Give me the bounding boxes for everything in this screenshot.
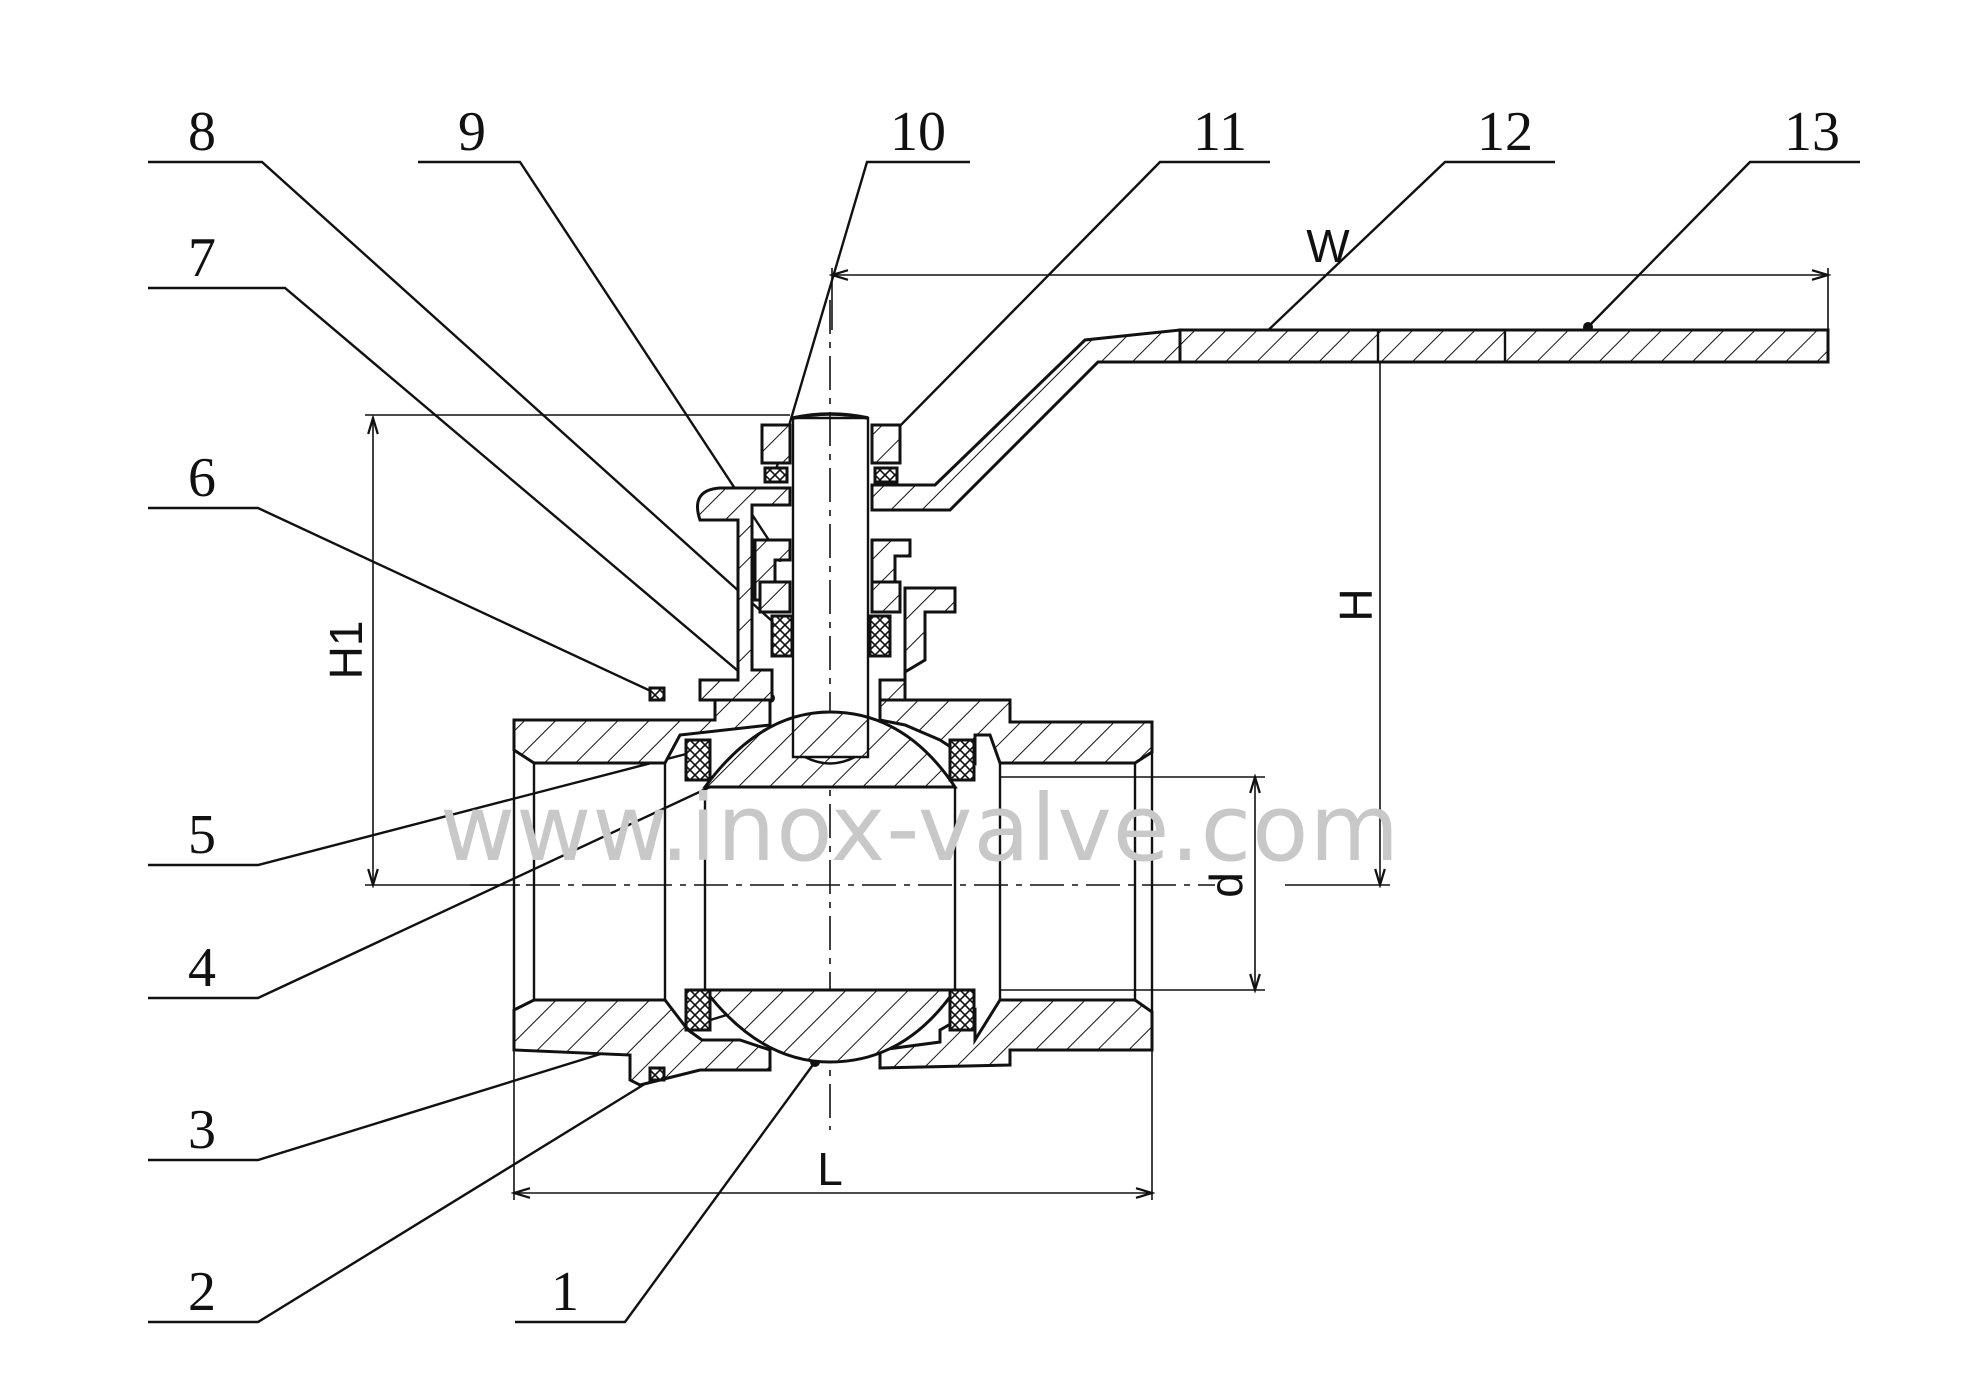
callout-11: 11 xyxy=(1193,101,1247,163)
callout-leaders xyxy=(148,160,1860,1324)
callout-9: 9 xyxy=(458,101,486,163)
callout-13: 13 xyxy=(1784,101,1840,163)
dim-w-label: W xyxy=(1306,220,1350,272)
stem xyxy=(753,412,912,765)
callout-4: 4 xyxy=(188,937,216,999)
seats xyxy=(648,686,976,1082)
dim-h-label: H xyxy=(1330,588,1382,621)
bore-outlines xyxy=(512,750,1154,1012)
callout-7: 7 xyxy=(188,227,216,289)
callout-12: 12 xyxy=(1477,101,1533,163)
callout-8: 8 xyxy=(188,101,216,163)
dim-h1-label: H1 xyxy=(320,621,372,680)
callout-10: 10 xyxy=(890,101,946,163)
watermark: www.inox-valve.com xyxy=(440,775,1400,882)
ball xyxy=(701,710,958,1064)
handle-lever xyxy=(870,328,1830,512)
callout-6: 6 xyxy=(188,447,216,509)
dim-l-label: L xyxy=(817,1143,843,1195)
callout-2: 2 xyxy=(188,1261,216,1323)
callout-3: 3 xyxy=(188,1099,216,1161)
callout-5: 5 xyxy=(188,804,216,866)
dimension-lines xyxy=(365,268,1828,1200)
callout-1: 1 xyxy=(551,1261,579,1323)
valve-body xyxy=(512,486,1154,1087)
